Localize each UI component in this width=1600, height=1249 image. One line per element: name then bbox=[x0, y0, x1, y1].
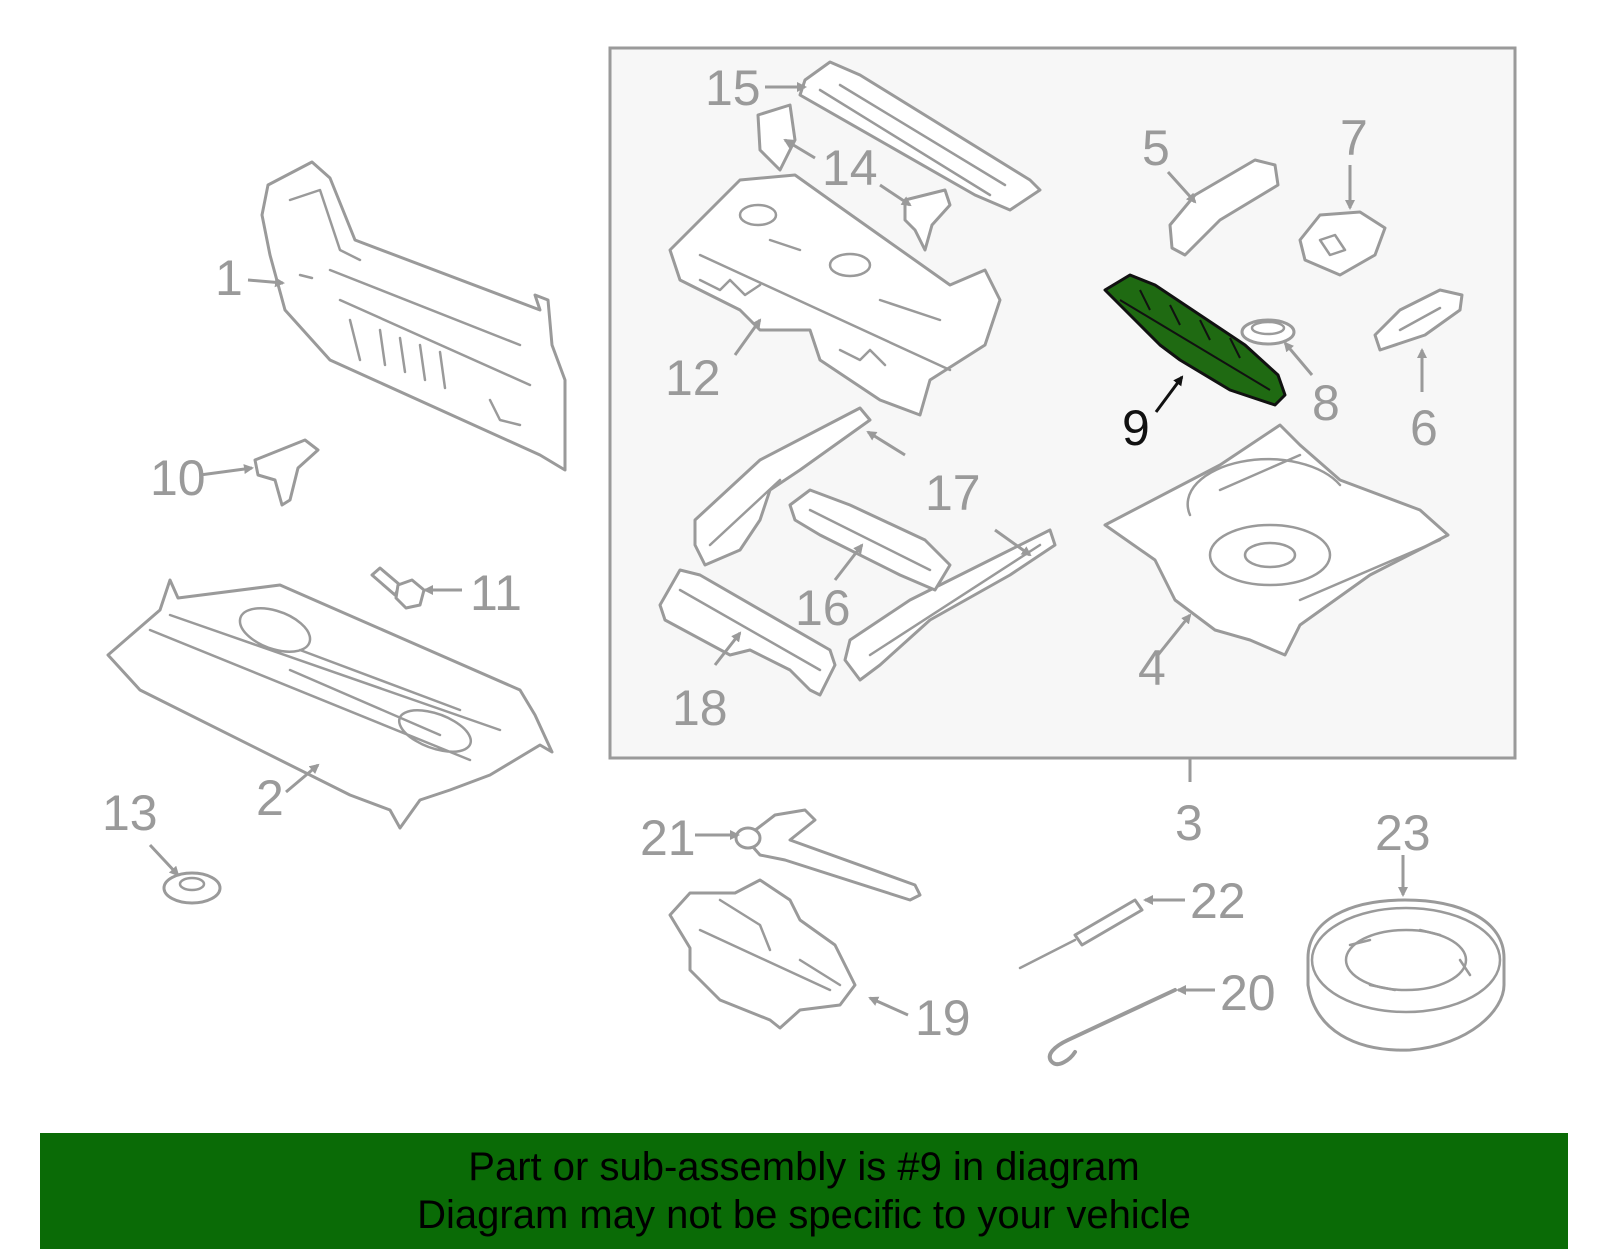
part-6-bracket bbox=[1373, 288, 1464, 352]
info-banner: Part or sub-assembly is #9 in diagram Di… bbox=[40, 1133, 1568, 1249]
callout-23: 23 bbox=[1375, 805, 1431, 861]
banner-line-part-number: Part or sub-assembly is #9 in diagram bbox=[468, 1145, 1140, 1189]
callout-8: 8 bbox=[1312, 375, 1340, 431]
parts-diagram: 1 2 3 4 5 6 7 8 9 10 11 12 13 14 15 16 1… bbox=[102, 46, 1517, 1067]
callout-5: 5 bbox=[1142, 120, 1170, 176]
part-19-jack bbox=[668, 878, 857, 1030]
part-10-bracket bbox=[253, 438, 320, 507]
callout-20: 20 bbox=[1220, 965, 1276, 1021]
part-16-crossmember bbox=[788, 488, 952, 592]
part-14-brackets bbox=[756, 103, 952, 252]
part-17-side-members bbox=[693, 406, 1057, 682]
banner-line-disclaimer: Diagram may not be specific to your vehi… bbox=[417, 1193, 1191, 1237]
callout-15: 15 bbox=[705, 60, 761, 116]
part-23-tire-cover bbox=[1306, 898, 1506, 1052]
callout-2: 2 bbox=[256, 770, 284, 826]
callout-6: 6 bbox=[1410, 400, 1438, 456]
part-18-crossmember bbox=[658, 568, 837, 697]
callout-22: 22 bbox=[1190, 873, 1246, 929]
part-20-hook bbox=[1047, 988, 1177, 1067]
callout-1: 1 bbox=[215, 250, 243, 306]
part-11-bolt bbox=[370, 566, 426, 610]
part-15-rail bbox=[798, 60, 1042, 212]
callout-21: 21 bbox=[640, 810, 696, 866]
callout-4: 4 bbox=[1138, 640, 1166, 696]
callout-16: 16 bbox=[795, 580, 851, 636]
callout-3: 3 bbox=[1175, 795, 1203, 851]
part-5-bracket bbox=[1168, 158, 1280, 257]
leader-lines bbox=[148, 82, 1427, 1017]
callout-10: 10 bbox=[150, 450, 206, 506]
part-7-bracket bbox=[1298, 210, 1387, 277]
part-8-cap bbox=[1240, 318, 1296, 346]
callout-13: 13 bbox=[102, 785, 158, 841]
callout-18: 18 bbox=[672, 680, 728, 736]
part-1-rear-panel bbox=[260, 160, 567, 472]
callout-7: 7 bbox=[1340, 110, 1368, 166]
callout-12: 12 bbox=[665, 350, 721, 406]
callout-17: 17 bbox=[925, 465, 981, 521]
callout-19: 19 bbox=[915, 990, 971, 1046]
part-9-highlighted-member bbox=[1103, 273, 1287, 407]
part-4-spare-tire-well bbox=[1103, 423, 1450, 657]
callout-11: 11 bbox=[470, 565, 522, 621]
part-2-rear-tray bbox=[106, 578, 554, 830]
callout-9: 9 bbox=[1122, 400, 1150, 456]
callout-14: 14 bbox=[822, 140, 878, 196]
part-13-grommet bbox=[162, 871, 222, 905]
part-22-screwdriver bbox=[1018, 898, 1144, 970]
